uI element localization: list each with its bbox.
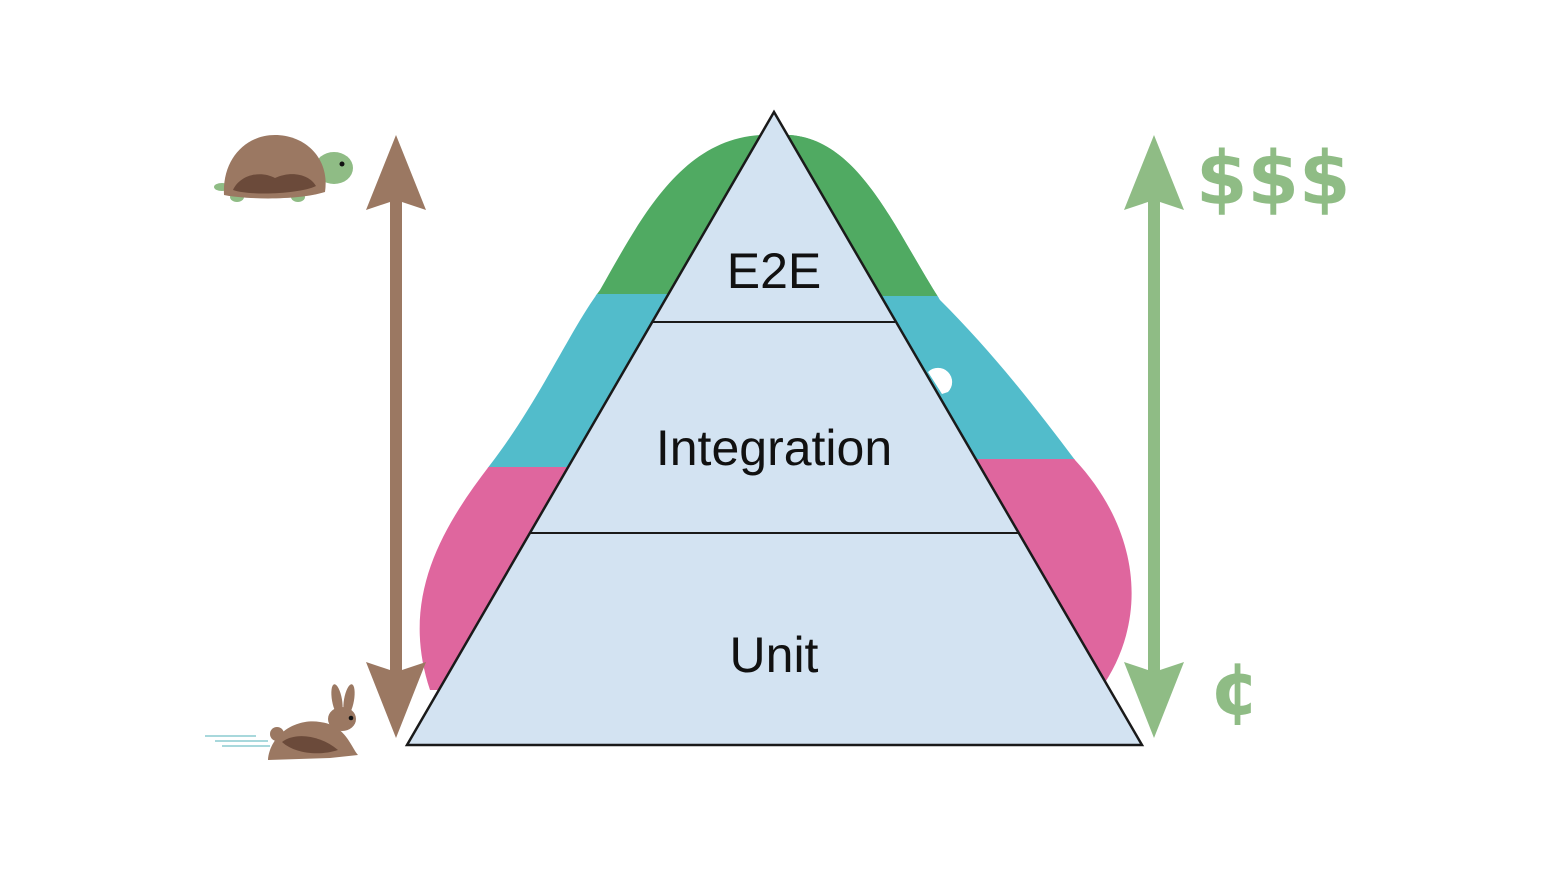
speed-arrow-head-down [366,662,426,738]
pyramid: E2E Integration Unit [404,109,1145,747]
cost-high-label: $$$ [1196,136,1350,222]
cost-arrow-head-down [1124,662,1184,738]
turtle-icon [214,135,353,202]
edge-notch [928,367,953,394]
speed-arrow-head-up [366,135,426,210]
speed-arrow [366,135,426,738]
layer-label-e2e: E2E [727,243,822,299]
cost-arrow [1124,135,1184,738]
layer-label-unit: Unit [730,627,819,683]
cost-arrow-head-up [1124,135,1184,210]
layer-label-integration: Integration [656,420,892,476]
cost-low-label: ¢ [1210,647,1260,731]
pyramid-body [404,109,1145,747]
rabbit-icon [205,684,358,760]
